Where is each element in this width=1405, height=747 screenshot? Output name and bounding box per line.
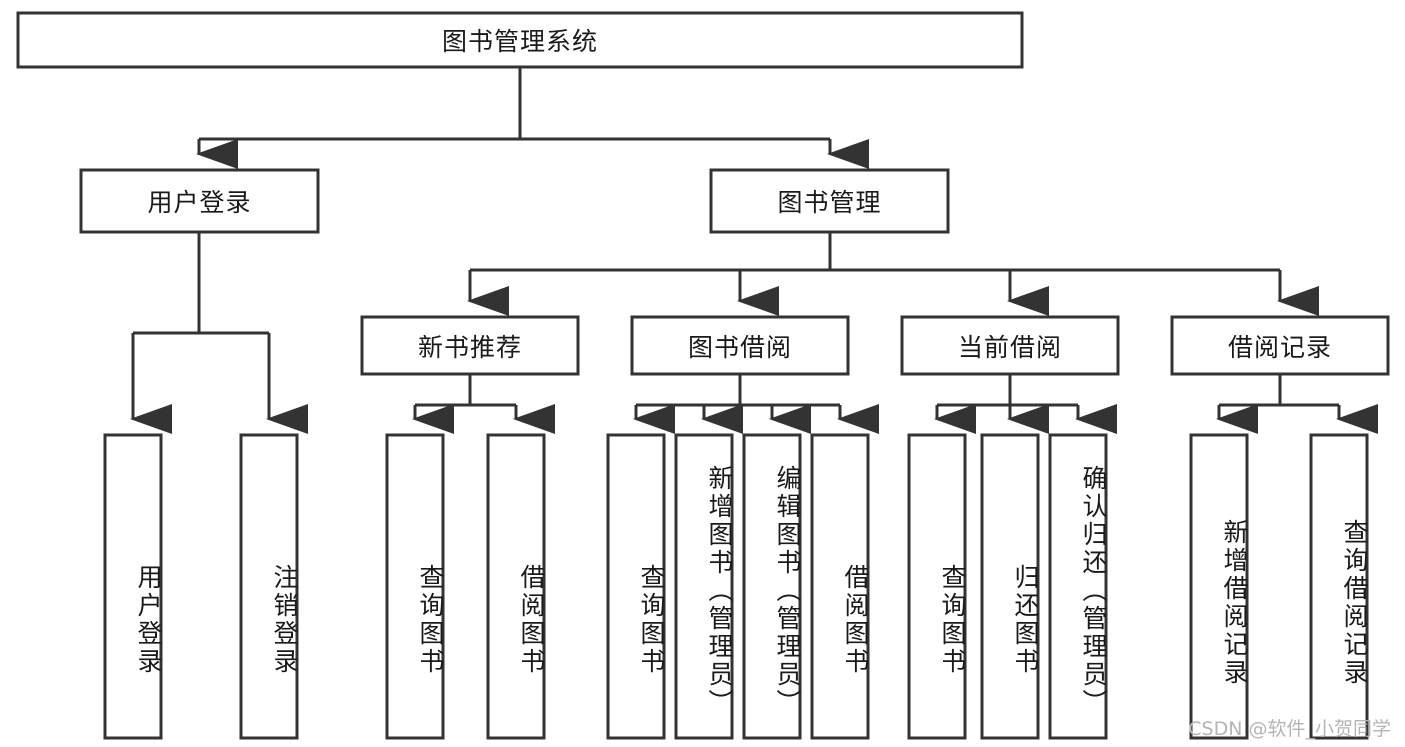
node-box-leaf-add-record[interactable] xyxy=(1189,433,1249,740)
node-box-leaf-query-record[interactable] xyxy=(1309,433,1369,740)
edge-book-borrow-bus xyxy=(636,374,840,407)
node-box-borrow-record[interactable] xyxy=(1170,315,1390,376)
node-box-leaf-query-book-c[interactable] xyxy=(907,433,967,740)
node-box-user-login[interactable] xyxy=(79,168,320,234)
edge-new-book-rec-bus xyxy=(415,374,516,407)
node-box-leaf-confirm-return[interactable] xyxy=(1048,433,1108,740)
node-box-leaf-query-book-a[interactable] xyxy=(385,433,445,740)
node-box-current-borrow[interactable] xyxy=(900,315,1120,376)
node-box-leaf-logout[interactable] xyxy=(239,433,299,740)
node-box-leaf-return-book[interactable] xyxy=(980,433,1040,740)
node-box-leaf-user-login[interactable] xyxy=(103,433,163,740)
node-box-root[interactable] xyxy=(16,11,1024,69)
edge-root-bus xyxy=(199,67,830,141)
edge-borrow-record-bus xyxy=(1219,374,1339,407)
edge-book-manage-bus xyxy=(470,232,1280,272)
node-box-book-manage[interactable] xyxy=(709,168,950,234)
node-box-leaf-borrow-book-b[interactable] xyxy=(810,433,870,740)
edge-current-borrow-bus xyxy=(937,374,1078,407)
node-box-new-book-rec[interactable] xyxy=(360,315,580,376)
node-box-leaf-edit-book[interactable] xyxy=(742,433,802,740)
edge-user-login-bus xyxy=(133,232,269,335)
node-box-book-borrow[interactable] xyxy=(630,315,850,376)
node-box-leaf-add-book[interactable] xyxy=(674,433,734,740)
node-box-leaf-query-book-b[interactable] xyxy=(606,433,666,740)
node-box-leaf-borrow-book-a[interactable] xyxy=(486,433,546,740)
